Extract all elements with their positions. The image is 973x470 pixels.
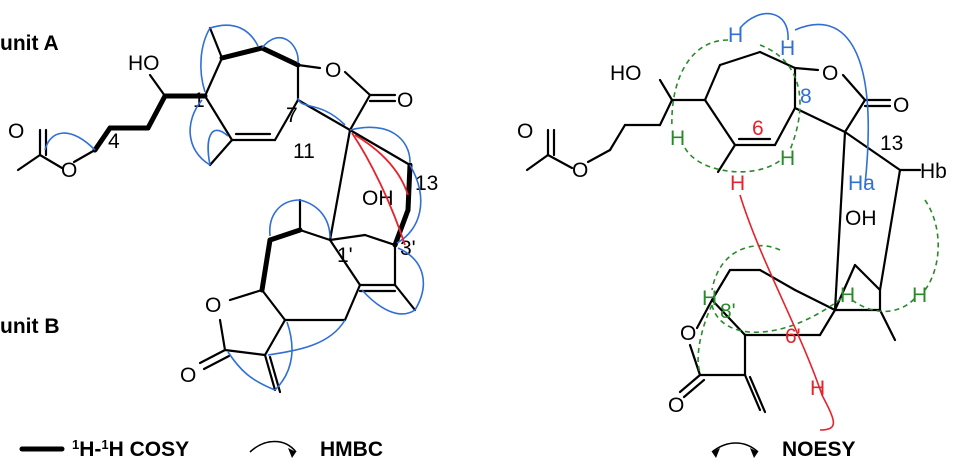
c13-label-right: 13 <box>880 132 903 155</box>
c6-label: 6 <box>752 117 764 140</box>
h-c1p: H <box>840 284 855 307</box>
hmbc-legend-arrowhead <box>288 448 296 458</box>
carbonyl-o-right-a: O <box>893 94 909 117</box>
hmbc-legend-label: HMBC <box>320 438 383 461</box>
h-c6: H <box>730 172 745 195</box>
lactone-o-right-b: O <box>680 322 696 345</box>
h-c3p: H <box>912 284 927 307</box>
oh-label-left: OH <box>362 187 394 210</box>
lactone-o-a: O <box>325 59 341 82</box>
unit-b-label: unit B <box>0 315 59 338</box>
c7-label: 7 <box>286 104 298 127</box>
left-unit-b-ring <box>198 198 417 394</box>
hmbc-legend-arrow <box>249 440 297 453</box>
h-c8p: H <box>702 287 717 310</box>
hb-label: Hb <box>920 160 947 183</box>
ho-label-left: HO <box>128 52 160 75</box>
c1p-label: 1' <box>337 244 353 267</box>
noesy-correlations <box>671 12 939 431</box>
acetate-o-right: O <box>517 120 533 143</box>
ester-o-left: O <box>61 159 77 182</box>
c8p-label: 8' <box>720 300 736 323</box>
acetate-o-left: O <box>8 120 24 143</box>
c1-label: 1 <box>193 89 205 112</box>
right-unit-a-ring <box>703 50 892 174</box>
right-linker <box>833 130 922 312</box>
ester-o-right: O <box>572 159 588 182</box>
left-side-chain <box>16 73 208 172</box>
noesy-legend-arrow <box>711 442 759 453</box>
cosy-legend-label: 1H-1H COSY <box>72 437 189 461</box>
left-structure: unit A unit B O O 4 HO <box>0 24 438 394</box>
noesy-legend-label: NOESY <box>782 438 856 461</box>
carbonyl-o-b: O <box>180 364 196 387</box>
noesy-legend-arrowhead-left <box>712 448 720 458</box>
lactone-o-right-a: O <box>822 62 838 85</box>
ho-label-right: HO <box>610 62 642 85</box>
hmbc-key-correlations <box>351 132 409 246</box>
h-c7: H <box>780 147 795 170</box>
carbonyl-o-right-b: O <box>668 394 684 417</box>
noesy-legend-arrowhead-right <box>750 448 758 458</box>
right-unit-b-ring <box>678 268 897 414</box>
c8-label: 8 <box>800 85 812 108</box>
h-top-2: H <box>780 37 795 60</box>
unit-a-label: unit A <box>0 32 59 55</box>
h-left-a: H <box>670 127 685 150</box>
left-linker <box>328 128 413 248</box>
lactone-o-b: O <box>205 294 221 317</box>
right-structure: O O HO O O 8 6 H H H H H <box>517 12 947 431</box>
c4-label: 4 <box>108 130 120 153</box>
legend: 1H-1H COSY HMBC NOESY <box>19 437 856 461</box>
carbonyl-o-a: O <box>397 89 413 112</box>
hmbc-correlations <box>44 24 425 391</box>
left-unit-a-ring <box>203 26 397 167</box>
oh-label-right: OH <box>845 207 877 230</box>
c13-label-left: 13 <box>415 172 438 195</box>
h-top-1: H <box>728 24 743 47</box>
right-side-chain <box>525 78 707 172</box>
c11-label: 11 <box>293 140 315 163</box>
ha-label: Ha <box>848 172 875 195</box>
